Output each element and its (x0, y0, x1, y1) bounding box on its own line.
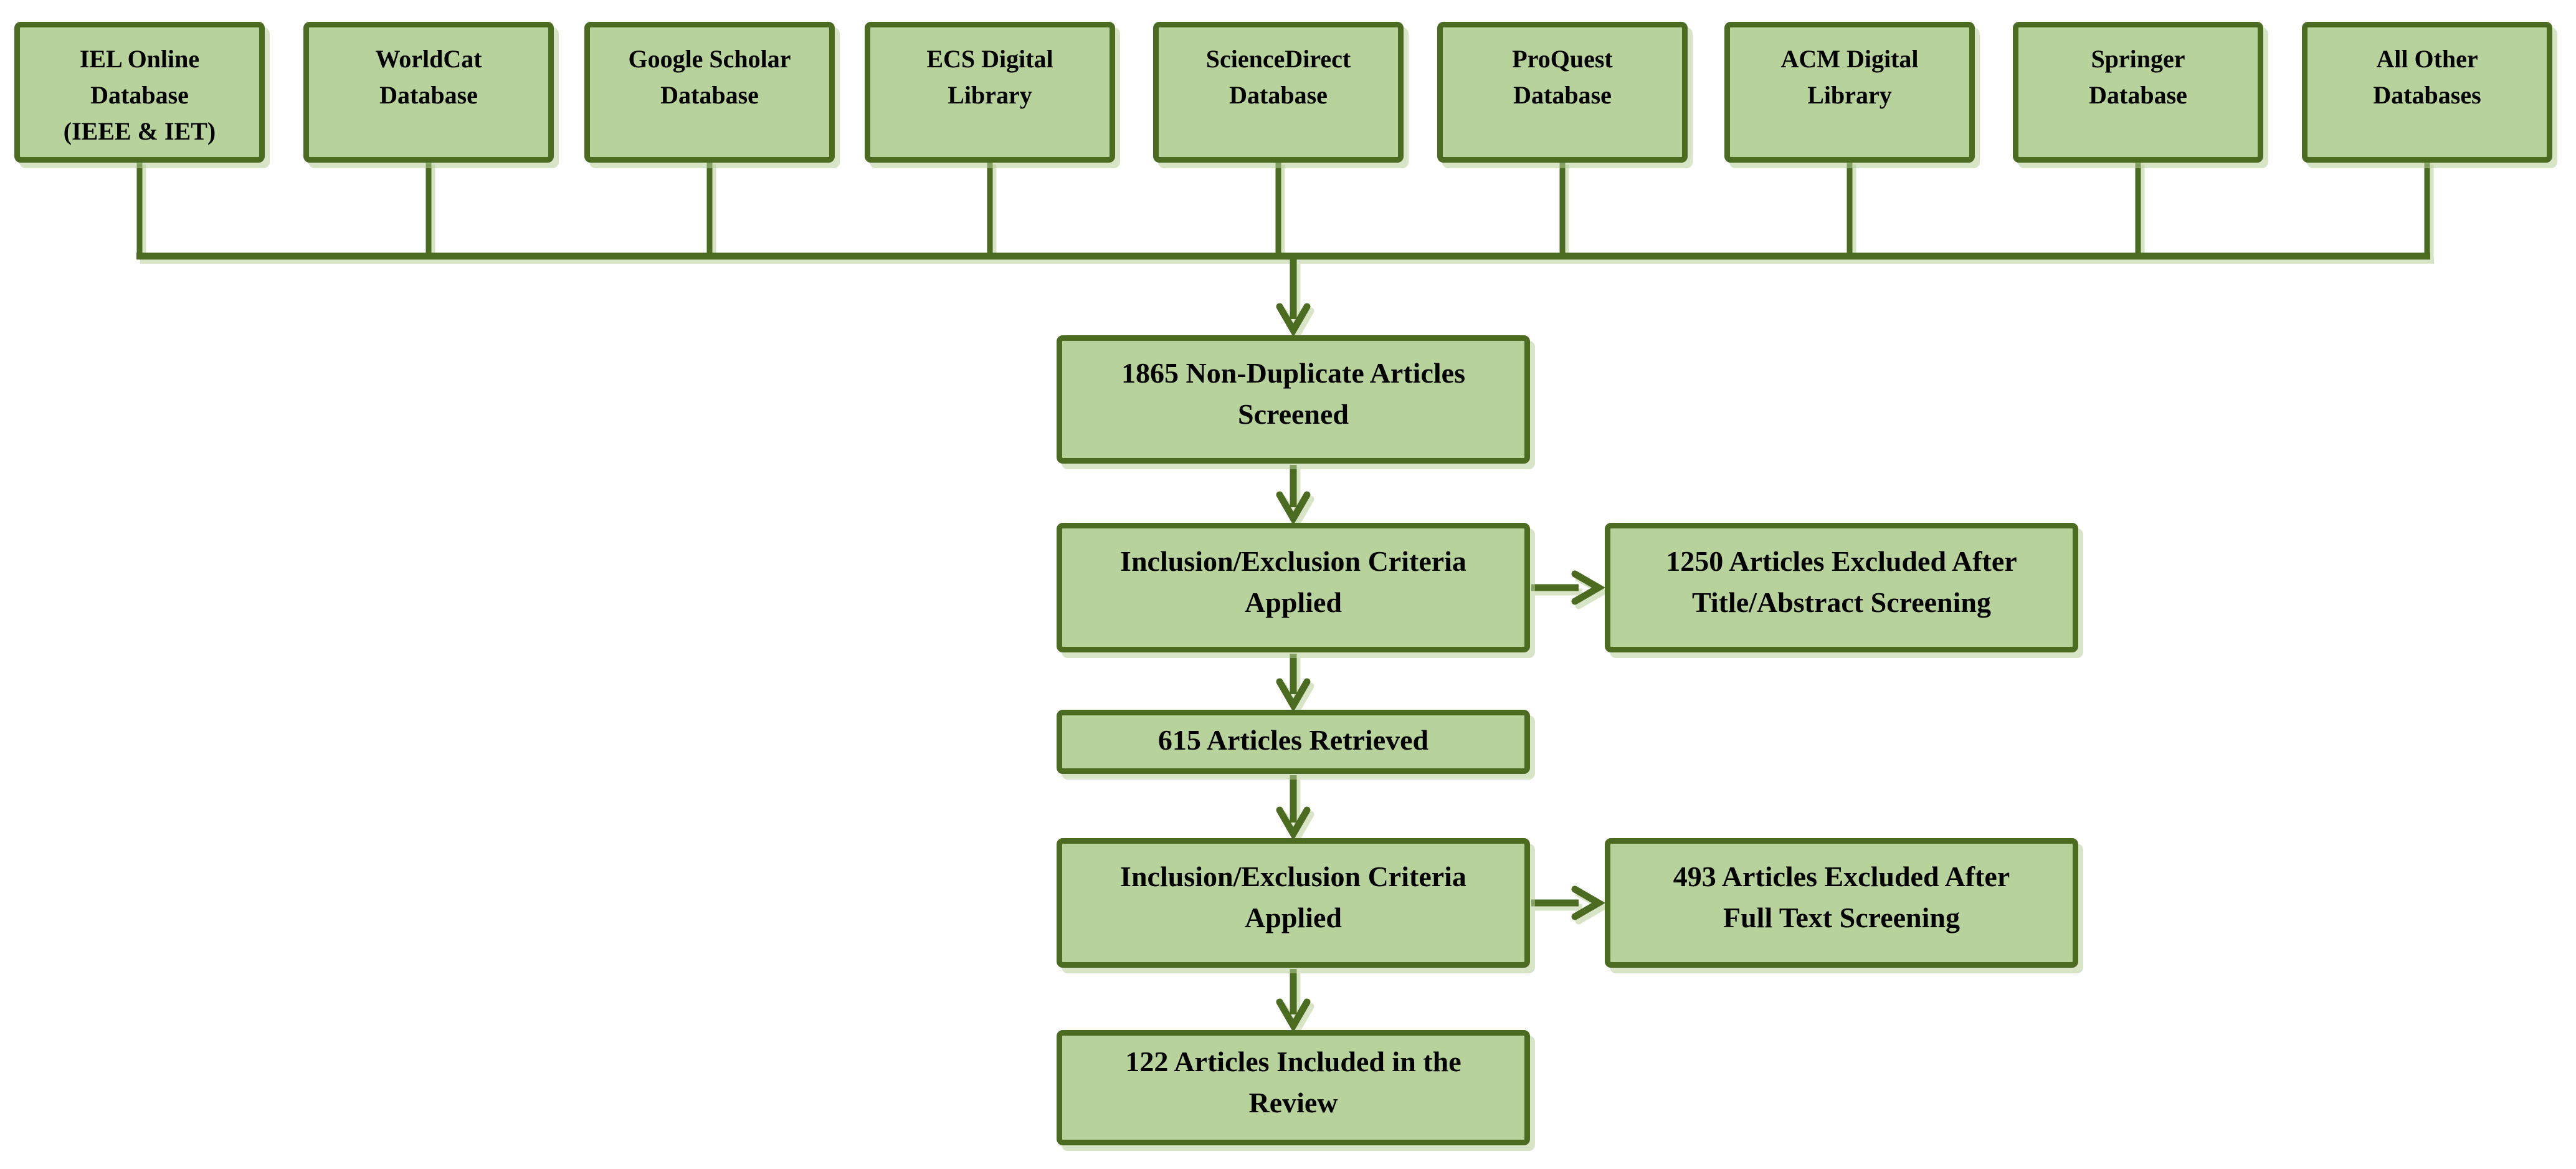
source-box-worldcat-database: WorldCat Database (303, 22, 554, 163)
down-arrowhead-icon (1276, 998, 1311, 1033)
box-label-line: Title/Abstract Screening (1692, 586, 1991, 618)
box-label-line: Screened (1237, 398, 1349, 430)
box-label-line: Library (948, 81, 1032, 109)
source-box-acm-digital-library: ACM Digital Library (1724, 22, 1975, 163)
right-arrowhead-icon (1571, 570, 1605, 605)
box-label-line: Database (660, 81, 759, 109)
box-label-line: Applied (1245, 586, 1342, 618)
box-label-line: Database (1229, 81, 1328, 109)
box-label-line: 493 Articles Excluded After (1673, 861, 2010, 892)
flow-box-criteria-applied-2: Inclusion/Exclusion Criteria Applied (1057, 838, 1530, 968)
box-label-line: Full Text Screening (1723, 902, 1960, 933)
source-box-ecs-digital-library: ECS Digital Library (865, 22, 1115, 163)
source-box-all-other-databases: All Other Databases (2302, 22, 2552, 163)
source-box-proquest-database: ProQuest Database (1437, 22, 1688, 163)
box-label-line: (IEEE & IET) (63, 117, 216, 145)
box-label-line: All Other (2376, 45, 2478, 73)
box-label-line: Springer (2091, 45, 2185, 73)
flow-box-non-duplicate-screened: 1865 Non-Duplicate Articles Screened (1057, 335, 1530, 464)
source-box-google-scholar-database: Google Scholar Database (584, 22, 835, 163)
box-label-line: Database (90, 81, 189, 109)
source-box-springer-database: Springer Database (2013, 22, 2263, 163)
down-arrowhead-icon (1276, 303, 1311, 337)
box-label-line: Database (379, 81, 478, 109)
box-label-line: Library (1807, 81, 1892, 109)
box-label-line: ECS Digital (926, 45, 1053, 73)
source-box-sciencedirect-database: ScienceDirect Database (1153, 22, 1404, 163)
box-label-line: Google Scholar (628, 45, 791, 73)
box-label-line: IEL Online (79, 45, 200, 73)
box-label-line: ACM Digital (1780, 45, 1919, 73)
right-arrowhead-icon (1571, 885, 1605, 920)
down-arrowhead-icon (1276, 806, 1311, 841)
box-label-line: ProQuest (1512, 45, 1613, 73)
box-label-line: WorldCat (375, 45, 482, 73)
down-arrowhead-icon (1276, 491, 1311, 525)
box-label-line: 1865 Non-Duplicate Articles (1121, 357, 1465, 389)
box-label-line: 122 Articles Included in the (1125, 1045, 1461, 1077)
box-label-line: Applied (1245, 902, 1342, 933)
box-label-line: Inclusion/Exclusion Criteria (1120, 545, 1466, 577)
box-label-line: Database (2089, 81, 2187, 109)
flow-box-excluded-title-abstract: 1250 Articles Excluded After Title/Abstr… (1605, 523, 2078, 652)
box-label-line: ScienceDirect (1205, 45, 1351, 73)
box-label-line: Databases (2373, 81, 2481, 109)
down-arrowhead-icon (1276, 678, 1311, 712)
flow-box-criteria-applied-1: Inclusion/Exclusion Criteria Applied (1057, 523, 1530, 652)
box-label-line: 615 Articles Retrieved (1157, 723, 1429, 756)
box-label-line: Database (1513, 81, 1612, 109)
flow-box-excluded-full-text: 493 Articles Excluded After Full Text Sc… (1605, 838, 2078, 968)
box-label-line: Review (1248, 1086, 1338, 1119)
flow-box-included-in-review: 122 Articles Included in the Review (1057, 1030, 1530, 1145)
box-label-line: Inclusion/Exclusion Criteria (1120, 861, 1466, 892)
box-label-line: 1250 Articles Excluded After (1666, 545, 2017, 577)
source-box-iel-online-database: IEL Online Database (IEEE & IET) (14, 22, 265, 163)
flow-box-articles-retrieved: 615 Articles Retrieved (1057, 710, 1530, 774)
